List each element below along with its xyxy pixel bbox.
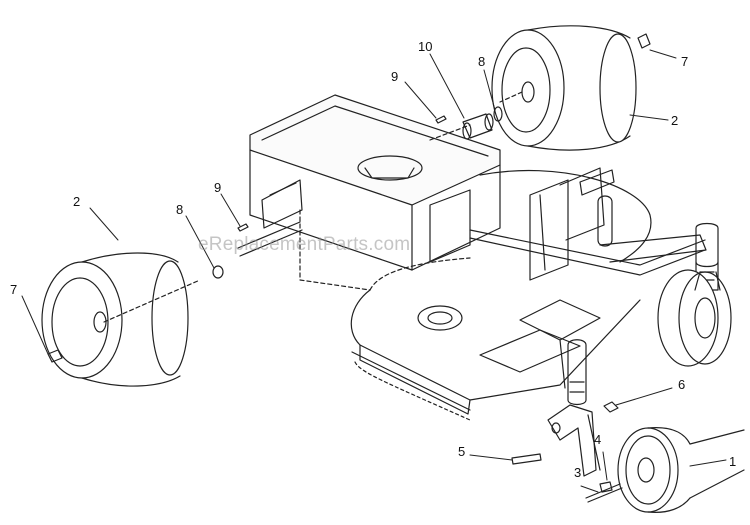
mower-frame xyxy=(249,94,707,281)
callout-5: 5 xyxy=(458,444,466,459)
callout-9-right: 9 xyxy=(391,69,399,84)
callout-3: 3 xyxy=(574,465,582,480)
rear-wheel-left xyxy=(41,252,201,387)
bolt-5 xyxy=(511,453,542,465)
callout-7-right: 7 xyxy=(681,54,689,69)
valve-stem-7-left xyxy=(47,349,63,363)
callout-7-left: 7 xyxy=(10,282,18,297)
callout-1: 1 xyxy=(729,454,737,469)
callout-2-right: 2 xyxy=(671,113,679,128)
key-9-left xyxy=(237,223,249,232)
mower-deck xyxy=(299,169,652,421)
valve-stem-7-right xyxy=(637,33,651,49)
washer-8-right xyxy=(493,106,503,122)
callout-6: 6 xyxy=(678,377,686,392)
callout-9-left: 9 xyxy=(214,180,222,195)
caster-wheel-1 xyxy=(617,427,745,513)
key-9-right xyxy=(435,115,447,124)
spacer-10 xyxy=(462,113,494,140)
leader-lines xyxy=(21,49,727,493)
caster-fork-front xyxy=(547,339,601,477)
caster-assembly-right xyxy=(657,222,732,367)
callout-10: 10 xyxy=(418,39,433,54)
nut-6 xyxy=(603,401,619,413)
callout-8-right: 8 xyxy=(478,54,486,69)
rear-wheel-right xyxy=(491,25,637,151)
callout-8-left: 8 xyxy=(176,202,184,217)
callout-4: 4 xyxy=(594,432,602,447)
callout-2-left: 2 xyxy=(73,194,81,209)
bearing-spacer-4 xyxy=(599,481,613,493)
washer-8-left xyxy=(212,265,224,279)
watermark: eReplacementParts.com xyxy=(198,234,411,255)
spacer-3 xyxy=(585,483,623,503)
